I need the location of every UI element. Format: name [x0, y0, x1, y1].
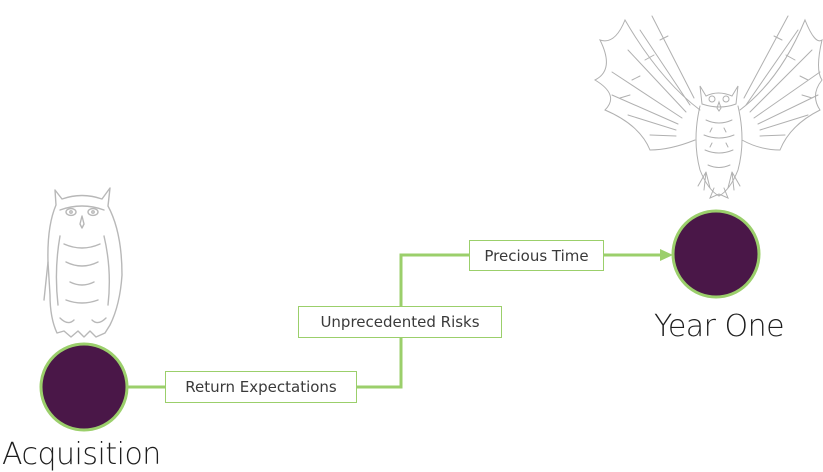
perched-owl-icon	[43, 187, 123, 338]
year-one-label: Year One	[654, 309, 785, 344]
step-precious-time: Precious Time	[469, 240, 604, 271]
arrow-head-icon	[660, 249, 673, 261]
acquisition-label: Acquisition	[2, 437, 161, 472]
step-unprecedented-risks: Unprecedented Risks	[298, 306, 502, 338]
year-one-node	[671, 209, 761, 299]
flying-owl-icon	[593, 15, 823, 199]
step-return-expectations: Return Expectations	[165, 371, 357, 403]
acquisition-node	[39, 342, 129, 432]
